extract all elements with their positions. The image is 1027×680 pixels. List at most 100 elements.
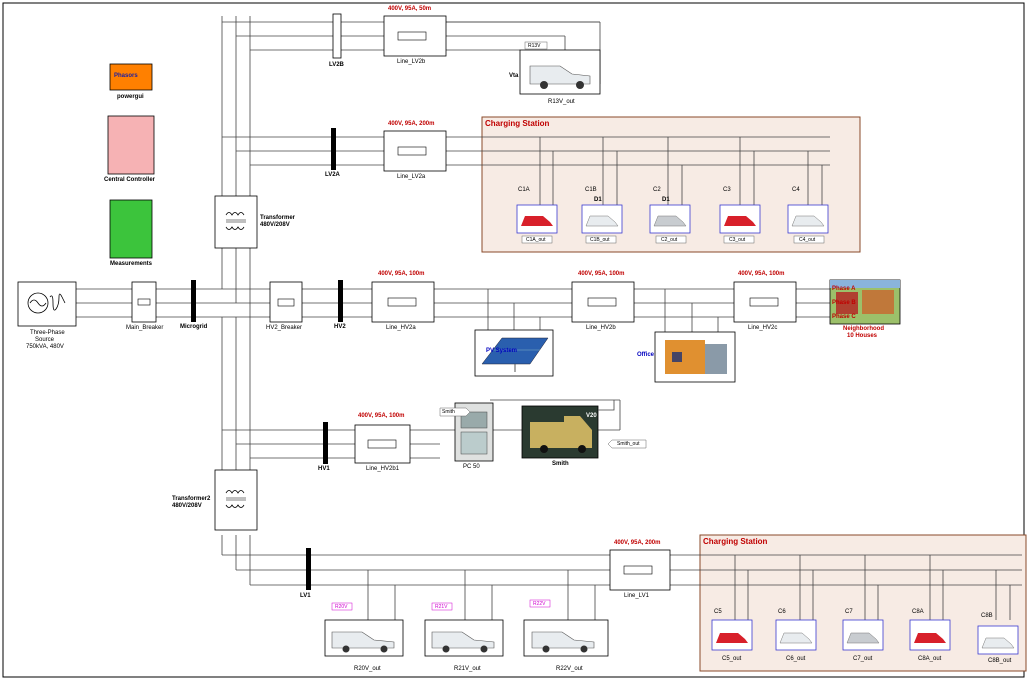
car-c2-out: C2_out [661,237,677,244]
pc50-label: PC 50 [463,464,480,471]
transformer-name: Transformer [260,215,295,222]
line-hv2a-block[interactable] [372,282,434,322]
main-breaker-block[interactable] [132,282,156,322]
line-lv2b-rating: 400V, 95A, 50m [388,6,431,13]
line-hv2b1-name: Line_HV2b1 [366,466,399,473]
car-c2-sub: D1 [662,197,670,204]
line-lv2b-block[interactable] [384,16,446,56]
hv1-label: HV1 [318,466,330,473]
car-c1b-out: C1B_out [590,237,609,244]
van2-out: R21V_out [454,666,481,673]
lv2b-bus[interactable] [333,14,341,58]
line-lv2a-name: Line_LV2a [397,174,425,181]
station1-title: Charging Station [485,119,549,128]
car-c1a-out: C1A_out [526,237,545,244]
transformer2-rating: 480V/208V [172,503,202,510]
source-name3: 750kVA, 480V [26,344,64,351]
phase-c-label: Phase C [832,314,856,321]
transformer-rating: 480V/208V [260,222,290,229]
smith-out: Smith_out [617,441,640,448]
transformer2-name: Transformer2 [172,496,210,503]
controller-name: Central Controller [104,177,155,184]
hv2-label: HV2 [334,324,346,331]
microgrid-label: Microgrid [180,324,207,331]
line-hv2b-block[interactable] [572,282,634,322]
line-lv2a-block[interactable] [384,131,446,171]
lv2a-bus[interactable] [331,128,336,170]
line-lv1-rating: 400V, 95A, 200m [614,540,660,547]
van3-out: R22V_out [556,666,583,673]
microgrid-bus[interactable] [191,280,196,322]
phase-a-label: Phase A [832,286,855,293]
car-c6-out: C6_out [786,656,805,663]
powergui-name: powergui [117,94,144,101]
three-phase-source-block[interactable] [18,282,76,326]
measurements-block[interactable] [110,200,152,258]
car-c6-tag: C6 [778,609,786,616]
car-c7-out: C7_out [853,656,872,663]
transformer-block[interactable] [215,196,257,248]
line-lv1-block[interactable] [610,550,670,590]
car-c2-tag: C2 [653,187,661,194]
vta-name: Vta [509,73,518,80]
line-hv2b-rating: 400V, 95A, 100m [578,271,624,278]
line-lv2a-rating: 400V, 95A, 200m [388,121,434,128]
car-c5-tag: C5 [714,609,722,616]
car-c8b-tag: C8B [981,613,993,620]
line-hv2a-rating: 400V, 95A, 100m [378,271,424,278]
car-c1a-tag: C1A [518,187,530,194]
lv2b-label: LV2B [329,62,344,69]
van2-tag: R21V [435,604,448,611]
car-c7-tag: C7 [845,609,853,616]
source-name2: Source [35,337,54,344]
smith-name: Smith [552,461,569,468]
line-hv2c-rating: 400V, 95A, 100m [738,271,784,278]
line-lv2b-name: Line_LV2b [397,59,425,66]
hv2-bus[interactable] [338,280,343,322]
smith-v20: V20 [586,413,597,420]
car-c5-out: C5_out [722,656,741,663]
powergui-label: Phasors [114,73,138,80]
car-c8a-tag: C8A [912,609,924,616]
neighborhood-name2: 10 Houses [847,333,877,340]
phase-b-label: Phase B [832,300,856,307]
lv1-bus[interactable] [306,548,311,590]
line-hv2b-name: Line_HV2b [586,325,616,332]
lv2a-label: LV2A [325,172,340,179]
main-breaker-label: Main_Breaker [126,325,163,332]
car-c3-tag: C3 [723,187,731,194]
central-controller-block[interactable] [108,116,154,174]
source-name1: Three-Phase [30,330,65,337]
pv-label: PV System [486,348,517,355]
neighborhood-name1: Neighborhood [843,326,884,333]
car-c4-tag: C4 [792,187,800,194]
car-c8a-out: C8A_out [918,656,941,663]
line-hv2b1-block[interactable] [355,425,410,463]
transformer2-block[interactable] [215,470,257,530]
vta-van-block[interactable] [520,50,600,94]
line-hv2a-name: Line_HV2a [386,325,416,332]
smith-tag: Smith [442,409,455,416]
vta-tag: R13V [528,43,541,50]
hv2-breaker-label: HV2_Breaker [266,325,302,332]
vta-out: R13V_out [548,99,575,106]
line-hv2c-block[interactable] [734,282,796,322]
car-c1b-sub: D1 [594,197,602,204]
hv1-bus[interactable] [323,422,328,464]
office-label: Office [637,352,654,359]
van1-out: R20V_out [354,666,381,673]
charging-station-2-area [700,535,1026,671]
car-c8b-out: C8B_out [988,658,1011,665]
car-c1b-tag: C1B [585,187,597,194]
van-blocks[interactable] [325,620,608,656]
station2-title: Charging Station [703,537,767,546]
line-hv2c-name: Line_HV2c [748,325,777,332]
hv2-breaker-block[interactable] [270,282,302,322]
car-c4-out: C4_out [799,237,815,244]
lv1-label: LV1 [300,593,311,600]
line-lv1-name: Line_LV1 [624,593,649,600]
van1-tag: R20V [335,604,348,611]
office-block[interactable] [655,332,735,382]
car-c3-out: C3_out [729,237,745,244]
